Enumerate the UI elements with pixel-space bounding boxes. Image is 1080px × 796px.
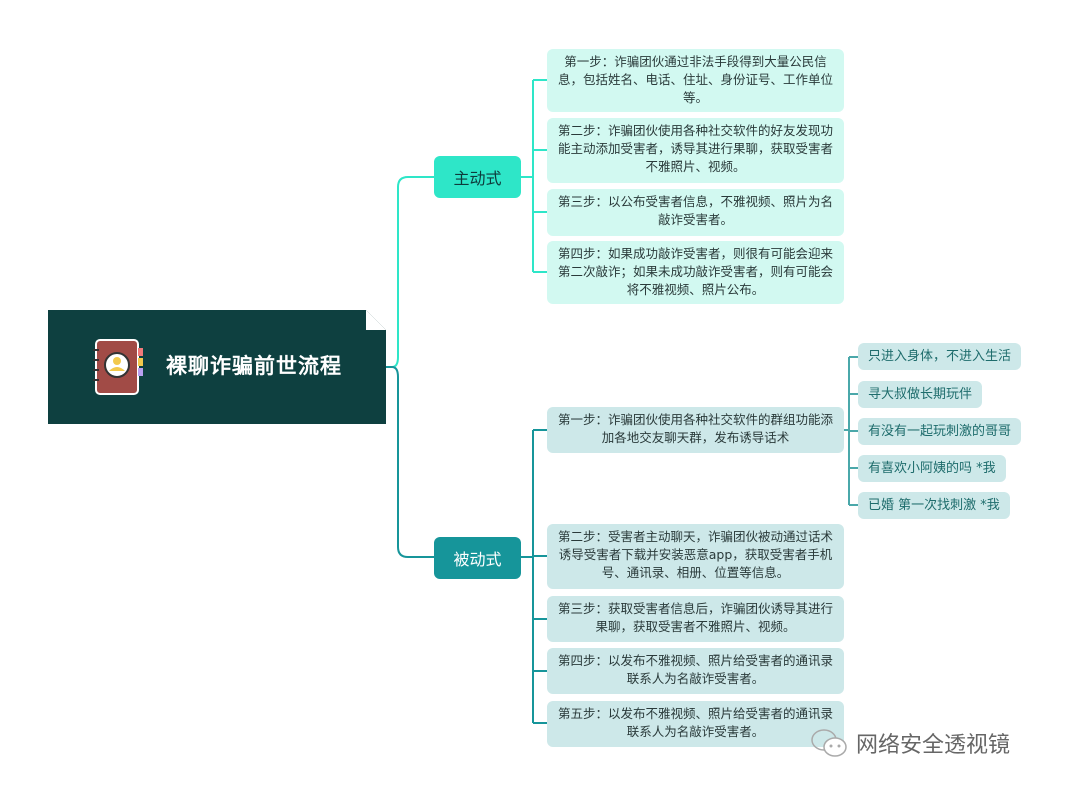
passive-step-3[interactable]: 第三步：获取受害者信息后，诈骗团伙诱导其进行果聊，获取受害者不雅照片、视频。 — [547, 596, 844, 642]
script-item[interactable]: 已婚 第一次找刺激 *我 — [858, 492, 1010, 519]
script-item[interactable]: 寻大叔做长期玩伴 — [858, 381, 983, 408]
watermark-text: 网络安全透视镜 — [856, 733, 1011, 758]
passive-step-5[interactable]: 第五步：以发布不雅视频、照片给受害者的通讯录联系人为名敲诈受害者。 — [547, 701, 844, 747]
passive-step-4[interactable]: 第四步：以发布不雅视频、照片给受害者的通讯录联系人为名敲诈受害者。 — [547, 648, 844, 694]
address-book-icon — [93, 339, 143, 395]
passive-step-1[interactable]: 第一步：诈骗团伙使用各种社交软件的群组功能添加各地交友聊天群，发布诱导话术 — [547, 407, 844, 453]
branch-passive[interactable]: 被动式 — [434, 537, 521, 579]
active-step-4[interactable]: 第四步：如果成功敲诈受害者，则很有可能会迎来第二次敲诈；如果未成功敲诈受害者，则… — [547, 241, 844, 304]
passive-step-2[interactable]: 第二步：受害者主动聊天，诈骗团伙被动通过话术诱导受害者下载并安装恶意app，获取… — [547, 524, 844, 589]
script-item[interactable]: 有喜欢小阿姨的吗 *我 — [858, 455, 1006, 482]
active-step-3[interactable]: 第三步：以公布受害者信息，不雅视频、照片为名敲诈受害者。 — [547, 189, 844, 236]
branch-active[interactable]: 主动式 — [434, 156, 521, 198]
active-step-1[interactable]: 第一步：诈骗团伙通过非法手段得到大量公民信息，包括姓名、电话、住址、身份证号、工… — [547, 49, 844, 112]
watermark: 网络安全透视镜 — [810, 727, 1010, 759]
script-item[interactable]: 只进入身体，不进入生活 — [858, 343, 1022, 370]
root-title: 裸聊诈骗前世流程 — [166, 354, 342, 378]
active-step-2[interactable]: 第二步：诈骗团伙使用各种社交软件的好友发现功能主动添加受害者，诱导其进行果聊，获… — [547, 118, 844, 183]
wechat-icon — [811, 729, 847, 757]
script-item[interactable]: 有没有一起玩刺激的哥哥 — [858, 418, 1022, 445]
